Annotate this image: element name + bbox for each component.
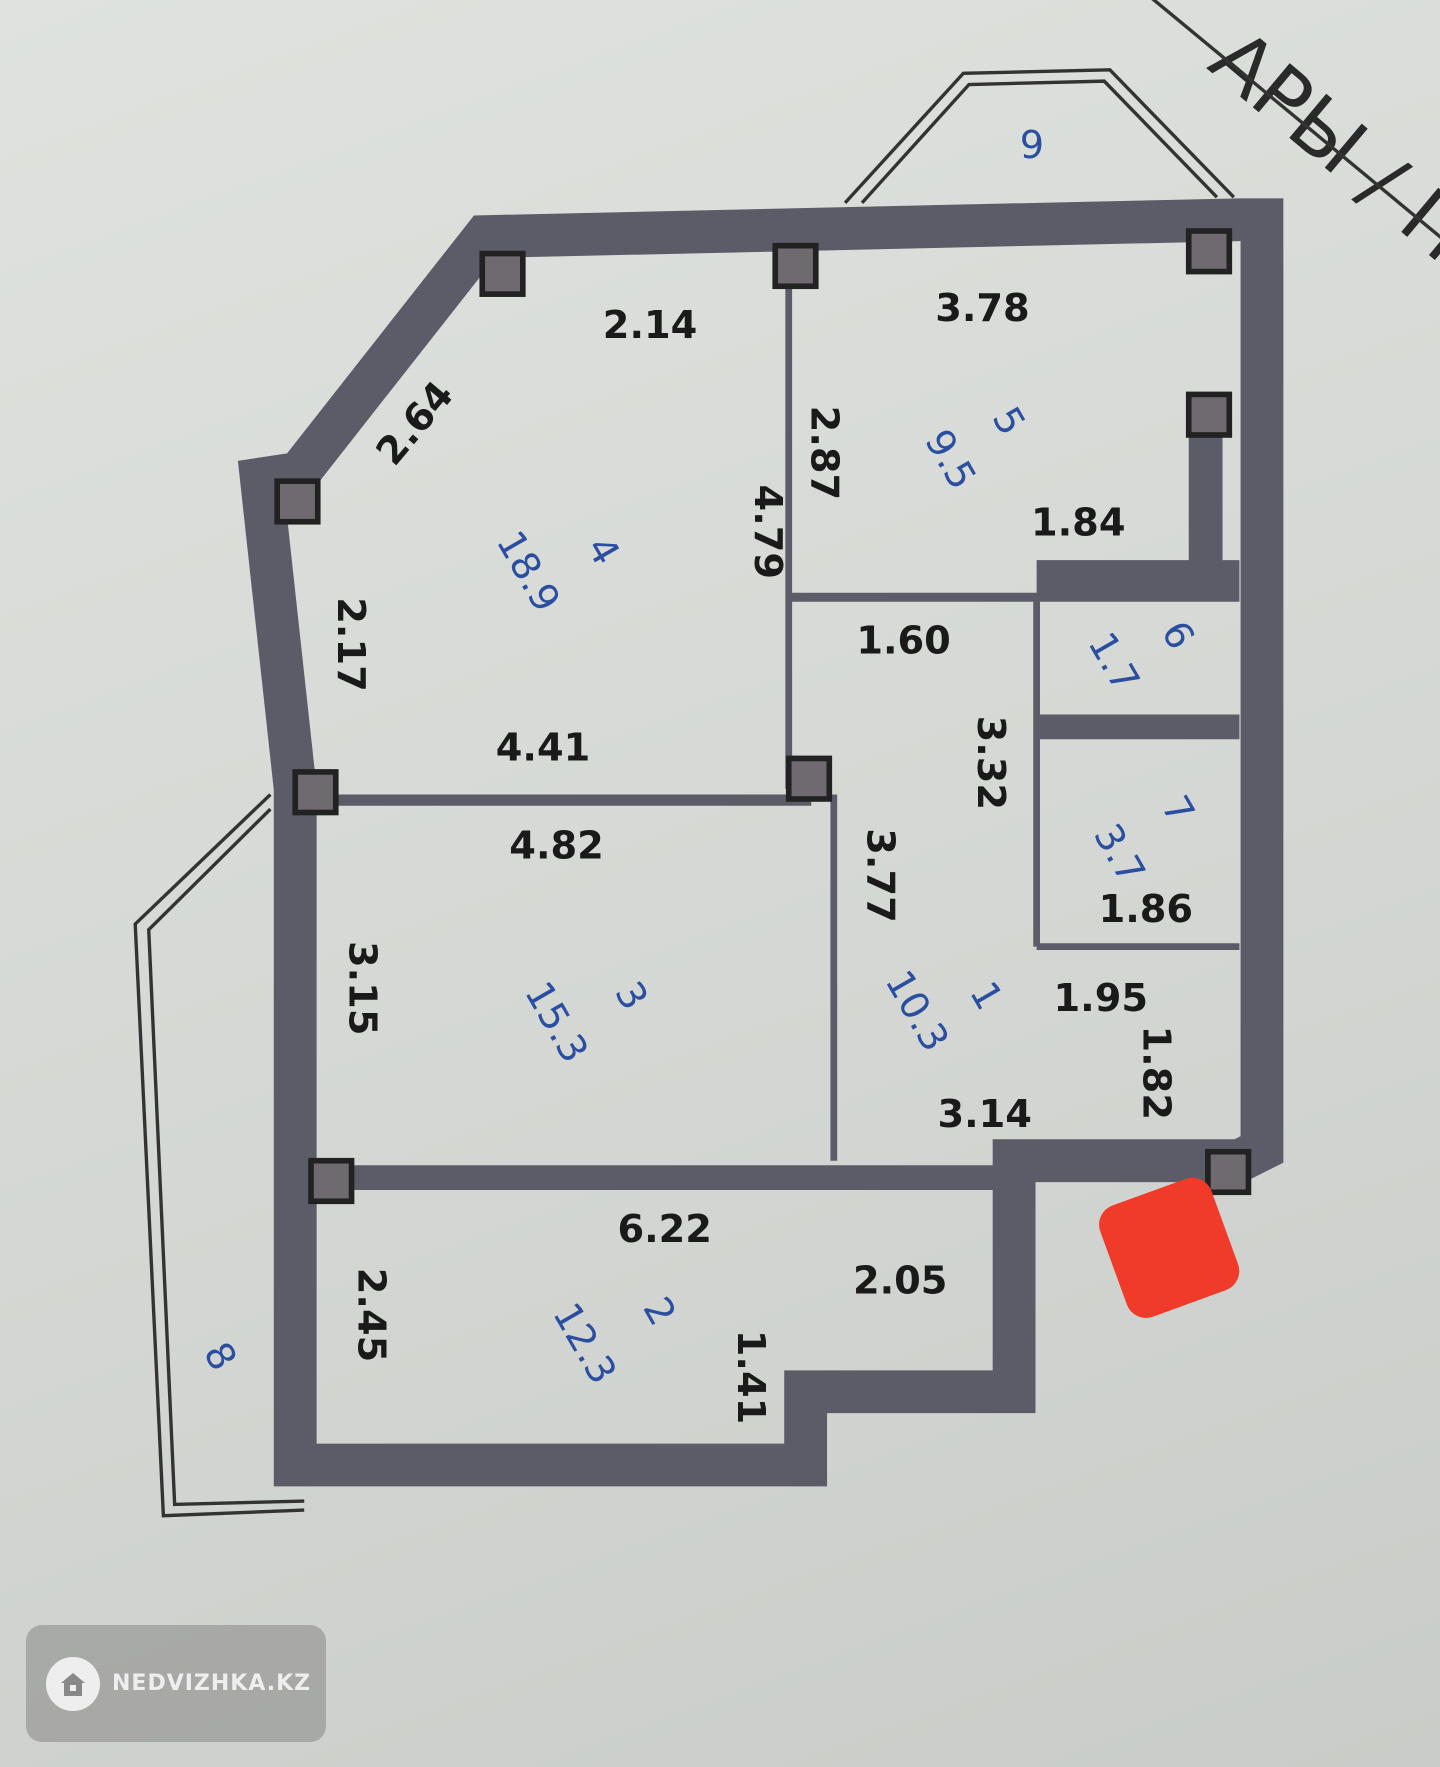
room-6-number: 6 bbox=[1152, 614, 1203, 658]
dim: 3.15 bbox=[339, 941, 384, 1036]
dim: 3.32 bbox=[968, 716, 1013, 811]
room-4-area: 18.9 bbox=[487, 523, 569, 619]
red-marker bbox=[1099, 1177, 1240, 1318]
room-5-area: 9.5 bbox=[915, 422, 984, 497]
room-8-number: 8 bbox=[194, 1335, 245, 1379]
dim: 1.84 bbox=[1031, 500, 1125, 545]
dim: 3.78 bbox=[935, 286, 1029, 331]
room-1-area: 10.3 bbox=[876, 963, 958, 1059]
dim: 2.14 bbox=[603, 303, 697, 348]
dim: 2.17 bbox=[328, 597, 373, 692]
walls bbox=[237, 198, 1284, 1487]
room-9-number: 9 bbox=[1020, 123, 1044, 168]
dim: 6.22 bbox=[617, 1207, 711, 1252]
dim: 1.95 bbox=[1054, 976, 1148, 1021]
balcony-9 bbox=[843, 68, 1236, 204]
balcony-8 bbox=[133, 793, 305, 1518]
dim: 1.86 bbox=[1099, 887, 1193, 932]
room-2-area: 12.3 bbox=[543, 1295, 625, 1391]
watermark-text: NEDVIZHKA.KZ bbox=[112, 1671, 312, 1696]
dim: 3.77 bbox=[858, 828, 903, 923]
dim: 1.82 bbox=[1134, 1025, 1179, 1120]
room-2-number: 2 bbox=[634, 1290, 685, 1334]
room-3-number: 3 bbox=[605, 974, 656, 1018]
columns bbox=[274, 228, 1252, 1205]
dim: 2.45 bbox=[348, 1268, 393, 1363]
dim: 3.14 bbox=[937, 1092, 1031, 1137]
room-7-number: 7 bbox=[1152, 788, 1203, 832]
room-1-number: 1 bbox=[960, 974, 1011, 1018]
room-5-number: 5 bbox=[983, 399, 1034, 443]
dim: 2.05 bbox=[853, 1259, 947, 1304]
dim: 4.41 bbox=[496, 726, 590, 771]
room-6-area: 1.7 bbox=[1079, 625, 1148, 700]
room-7-area: 3.7 bbox=[1084, 816, 1153, 891]
dim: 2.87 bbox=[801, 406, 846, 501]
watermark: NEDVIZHKA.KZ bbox=[26, 1625, 326, 1742]
dim: 4.82 bbox=[509, 824, 603, 869]
room-3-area: 15.3 bbox=[515, 974, 597, 1070]
room-4-number: 4 bbox=[577, 529, 628, 573]
dim: 1.60 bbox=[856, 619, 950, 664]
dim: 1.41 bbox=[728, 1330, 773, 1425]
house-icon bbox=[46, 1656, 100, 1711]
dim: 4.79 bbox=[745, 485, 790, 580]
